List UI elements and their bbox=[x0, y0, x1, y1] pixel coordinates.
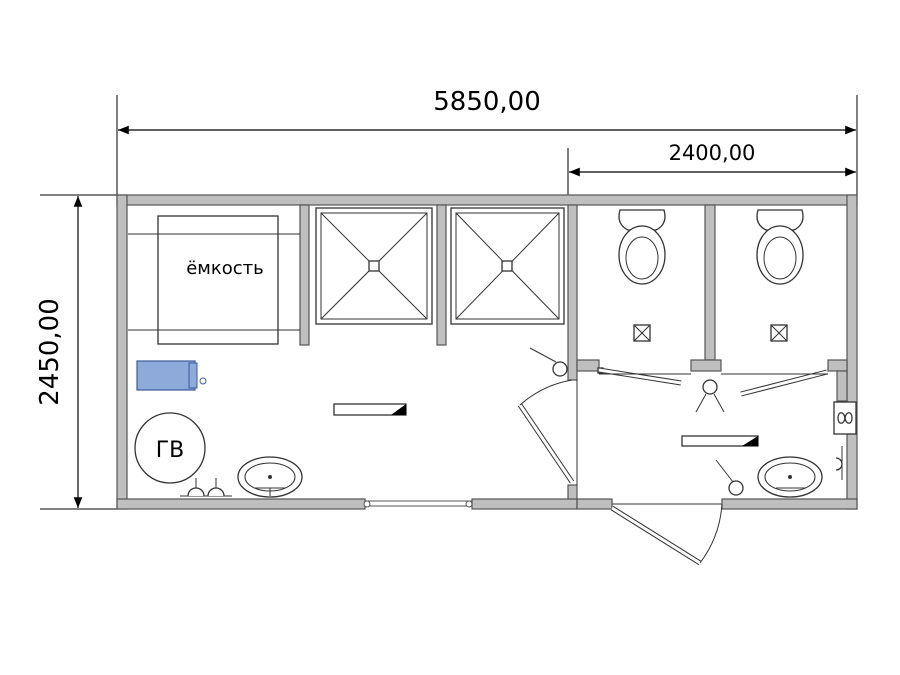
door-toilet-2 bbox=[721, 369, 828, 397]
shower-drain-icon bbox=[501, 260, 513, 272]
dimension-width: 2450,00 bbox=[35, 194, 117, 510]
door-interior bbox=[517, 379, 578, 485]
interior-walls bbox=[299, 204, 848, 500]
light-fixture-1 bbox=[529, 347, 568, 377]
door-toilet-1 bbox=[597, 367, 691, 386]
toilet-1 bbox=[618, 209, 666, 342]
sink-left bbox=[237, 456, 303, 498]
shower-tray-2 bbox=[450, 207, 565, 325]
signage-bar-right bbox=[681, 435, 759, 447]
toilet-2 bbox=[756, 209, 804, 342]
water-taps bbox=[180, 478, 232, 497]
signage-bar-left bbox=[333, 403, 407, 416]
light-fixture-3 bbox=[695, 379, 725, 413]
window-bottom bbox=[363, 500, 473, 508]
door-entrance bbox=[610, 503, 723, 566]
width-label: 2450,00 bbox=[35, 298, 65, 406]
overall-length-label: 5850,00 bbox=[433, 87, 541, 117]
light-fixture-2 bbox=[715, 459, 744, 496]
water-heater-label: ГВ bbox=[156, 438, 185, 463]
water-heater: ГВ bbox=[134, 412, 206, 484]
exhaust-fan-icon bbox=[833, 401, 857, 435]
water-tank: ёмкость bbox=[128, 215, 300, 345]
dimension-toilet-block: 2400,00 bbox=[567, 141, 856, 205]
shower-drain-icon bbox=[368, 260, 380, 272]
electric-heater bbox=[136, 360, 207, 391]
sink-right bbox=[757, 446, 843, 498]
toilet-block-length-label: 2400,00 bbox=[669, 141, 756, 165]
tank-label: ёмкость bbox=[186, 258, 264, 279]
dimension-overall-length: 5850,00 bbox=[116, 87, 858, 195]
shower-tray-1 bbox=[315, 207, 433, 325]
